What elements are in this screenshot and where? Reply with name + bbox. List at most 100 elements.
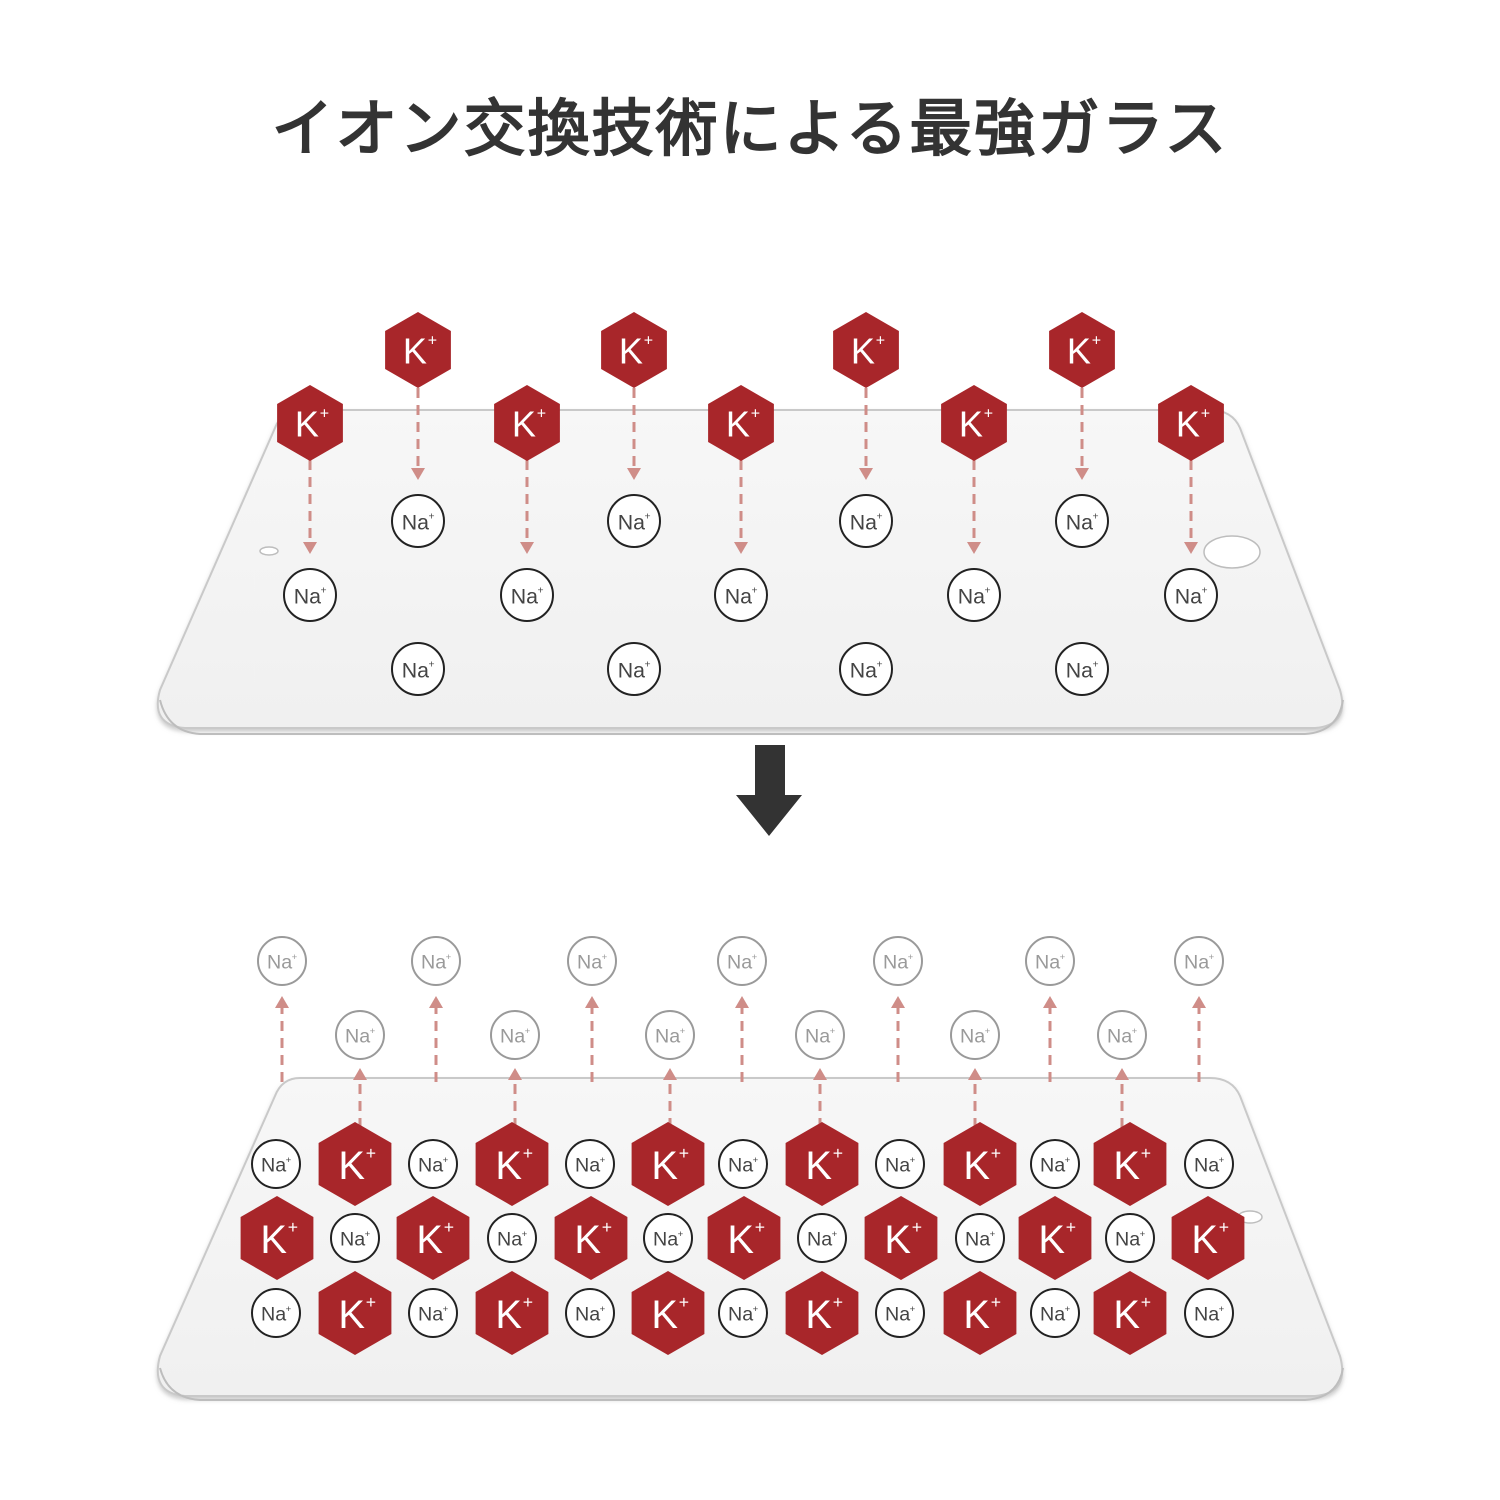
na-ion-released: Na+ (1026, 937, 1074, 985)
na-ion: Na+ (392, 495, 444, 547)
na-ion-label: Na (655, 1026, 680, 1048)
na-ion-released: Na+ (336, 1011, 384, 1059)
na-ion-charge: + (876, 660, 882, 671)
na-ion-label: Na (1040, 1155, 1065, 1177)
na-ion-charge: + (1065, 1155, 1071, 1166)
k-ion-charge: + (288, 1217, 298, 1237)
na-ion: Na+ (284, 569, 336, 621)
k-ion-charge: + (679, 1292, 689, 1312)
k-ion-label: K (963, 1144, 990, 1188)
na-ion: Na+ (876, 1140, 924, 1188)
na-ion-charge: + (1219, 1304, 1225, 1315)
na-ion-charge: + (830, 1026, 836, 1037)
na-ion-released: Na+ (1175, 937, 1223, 985)
na-ion-charge: + (876, 512, 882, 523)
na-ion-label: Na (418, 1304, 443, 1326)
k-ion-label: K (651, 1144, 678, 1188)
up-dashed-arrow (1043, 996, 1057, 1082)
k-ion-label: K (963, 1293, 990, 1337)
k-ion: K+ (833, 312, 899, 388)
k-ion-label: K (619, 331, 643, 372)
k-ion-charge: + (444, 1217, 454, 1237)
k-ion-label: K (1191, 1218, 1218, 1262)
k-ion-charge: + (428, 332, 437, 349)
na-ion-label: Na (340, 1229, 365, 1251)
k-ion-charge: + (644, 332, 653, 349)
na-ion-released: Na+ (646, 1011, 694, 1059)
up-dashed-arrow (1192, 996, 1206, 1082)
na-ion-charge: + (644, 660, 650, 671)
up-dashed-arrow (275, 996, 289, 1082)
k-ion-label: K (1113, 1144, 1140, 1188)
na-ion: Na+ (409, 1140, 457, 1188)
na-ion-charge: + (984, 586, 990, 597)
k-ion-label: K (805, 1293, 832, 1337)
na-ion-charge: + (753, 1155, 759, 1166)
na-ion-charge: + (537, 586, 543, 597)
na-ion: Na+ (876, 1289, 924, 1337)
na-ion-label: Na (807, 1229, 832, 1251)
na-ion-label: Na (1040, 1304, 1065, 1326)
k-ion-charge: + (679, 1143, 689, 1163)
na-ion-charge: + (446, 952, 452, 963)
na-ion-label: Na (261, 1304, 286, 1326)
na-ion-label: Na (1066, 658, 1093, 682)
na-ion-charge: + (428, 512, 434, 523)
na-ion-charge: + (908, 952, 914, 963)
na-ion-label: Na (402, 510, 429, 534)
na-ion-label: Na (728, 1304, 753, 1326)
k-ion-charge: + (751, 405, 760, 422)
na-ion: Na+ (1106, 1214, 1154, 1262)
na-ion-label: Na (1066, 510, 1093, 534)
up-dashed-arrow (429, 996, 443, 1082)
na-ion-charge: + (678, 1229, 684, 1240)
na-ion-label: Na (261, 1155, 286, 1177)
na-ion-charge: + (602, 952, 608, 963)
na-ion-label: Na (725, 584, 752, 608)
na-ion-charge: + (990, 1229, 996, 1240)
na-ion-released: Na+ (718, 937, 766, 985)
na-ion-charge: + (286, 1155, 292, 1166)
na-ion: Na+ (956, 1214, 1004, 1262)
na-ion-charge: + (1140, 1229, 1146, 1240)
k-ion-label: K (1038, 1218, 1065, 1262)
na-ion-charge: + (1209, 952, 1215, 963)
na-ion: Na+ (644, 1214, 692, 1262)
na-ion-charge: + (443, 1155, 449, 1166)
na-ion-charge: + (600, 1304, 606, 1315)
k-ion-label: K (403, 331, 427, 372)
na-ion: Na+ (798, 1214, 846, 1262)
na-ion-charge: + (985, 1026, 991, 1037)
na-ion-label: Na (418, 1155, 443, 1177)
k-ion: K+ (1049, 312, 1115, 388)
k-ion-charge: + (991, 1292, 1001, 1312)
na-ion-charge: + (751, 586, 757, 597)
na-ion: Na+ (719, 1289, 767, 1337)
na-ion-label: Na (497, 1229, 522, 1251)
na-ion: Na+ (840, 643, 892, 695)
k-ion-charge: + (366, 1292, 376, 1312)
na-ion-label: Na (960, 1026, 985, 1048)
na-ion-label: Na (575, 1304, 600, 1326)
glass-plate-top (158, 410, 1342, 728)
k-ion-charge: + (833, 1143, 843, 1163)
k-ion-label: K (416, 1218, 443, 1262)
k-ion-label: K (651, 1293, 678, 1337)
k-ion-charge: + (366, 1143, 376, 1163)
k-ion-charge: + (523, 1292, 533, 1312)
k-ion-charge: + (1219, 1217, 1229, 1237)
na-ion-charge: + (286, 1304, 292, 1315)
k-ion-label: K (574, 1218, 601, 1262)
na-ion-label: Na (1115, 1229, 1140, 1251)
k-ion-charge: + (912, 1217, 922, 1237)
k-ion-label: K (512, 404, 536, 445)
na-ion-label: Na (885, 1155, 910, 1177)
k-ion-charge: + (537, 405, 546, 422)
na-ion-charge: + (753, 1304, 759, 1315)
big-down-arrow-icon (736, 745, 802, 836)
na-ion-label: Na (727, 952, 752, 974)
k-ion-label: K (1176, 404, 1200, 445)
na-ion-released: Na+ (568, 937, 616, 985)
k-ion-label: K (495, 1144, 522, 1188)
camera-hole (260, 547, 278, 555)
